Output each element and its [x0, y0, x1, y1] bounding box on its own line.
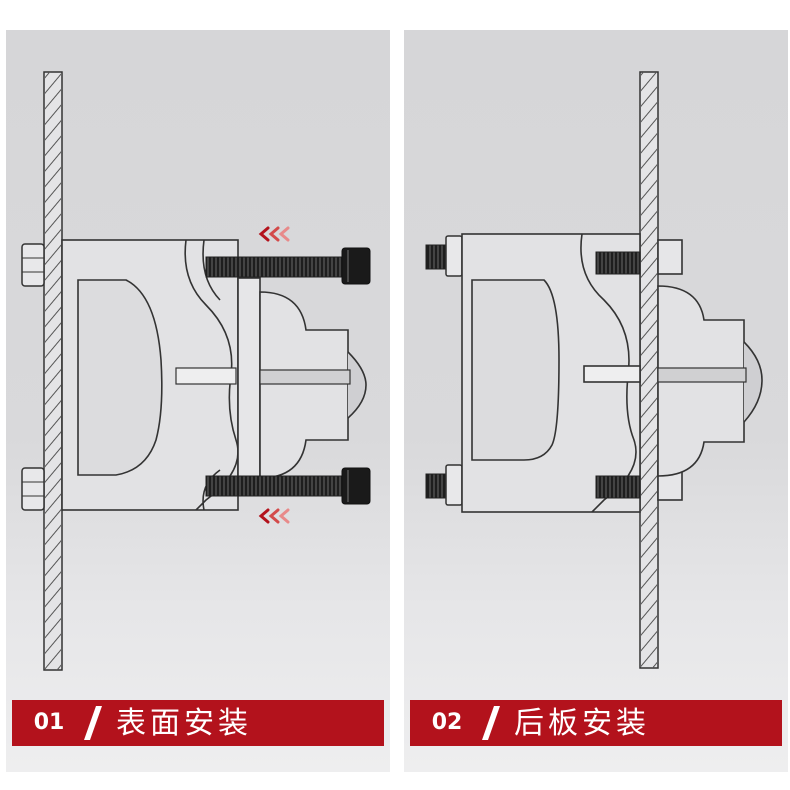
gauge-housing	[461, 233, 641, 513]
step-title: 表面安装	[116, 706, 252, 741]
mount-bolt-bottom	[205, 467, 371, 505]
surface-mount-diagram	[21, 71, 371, 671]
step-banner: 02 后板安装	[410, 700, 782, 746]
slash-divider	[84, 706, 102, 740]
back-plate-mount-diagram	[425, 71, 763, 669]
gauge-flange	[175, 277, 367, 491]
triple-chevron-left-icon	[258, 226, 290, 242]
wall-plate	[639, 71, 659, 669]
step-banner: 01 表面安装	[12, 700, 384, 746]
step-number: 02	[431, 710, 463, 735]
stud-nut-top	[425, 235, 463, 277]
wall-nut-bottom	[21, 467, 45, 511]
stud-nut-bottom	[425, 464, 463, 506]
gauge-housing	[61, 239, 239, 511]
step-title: 后板安装	[514, 706, 650, 741]
mount-bolt-top	[205, 247, 371, 285]
mount-bolt-top	[595, 251, 641, 275]
slash-divider	[482, 706, 500, 740]
surface-mount-panel: 01 表面安装	[6, 30, 390, 772]
mount-bolt-bottom	[595, 475, 641, 499]
back-plate-mount-panel: 02 后板安装	[404, 30, 788, 772]
wall-nut-top	[21, 243, 45, 287]
triple-chevron-left-icon	[258, 508, 290, 524]
gauge-flange	[657, 239, 763, 501]
wall-plate	[43, 71, 63, 671]
step-number: 01	[33, 710, 65, 735]
